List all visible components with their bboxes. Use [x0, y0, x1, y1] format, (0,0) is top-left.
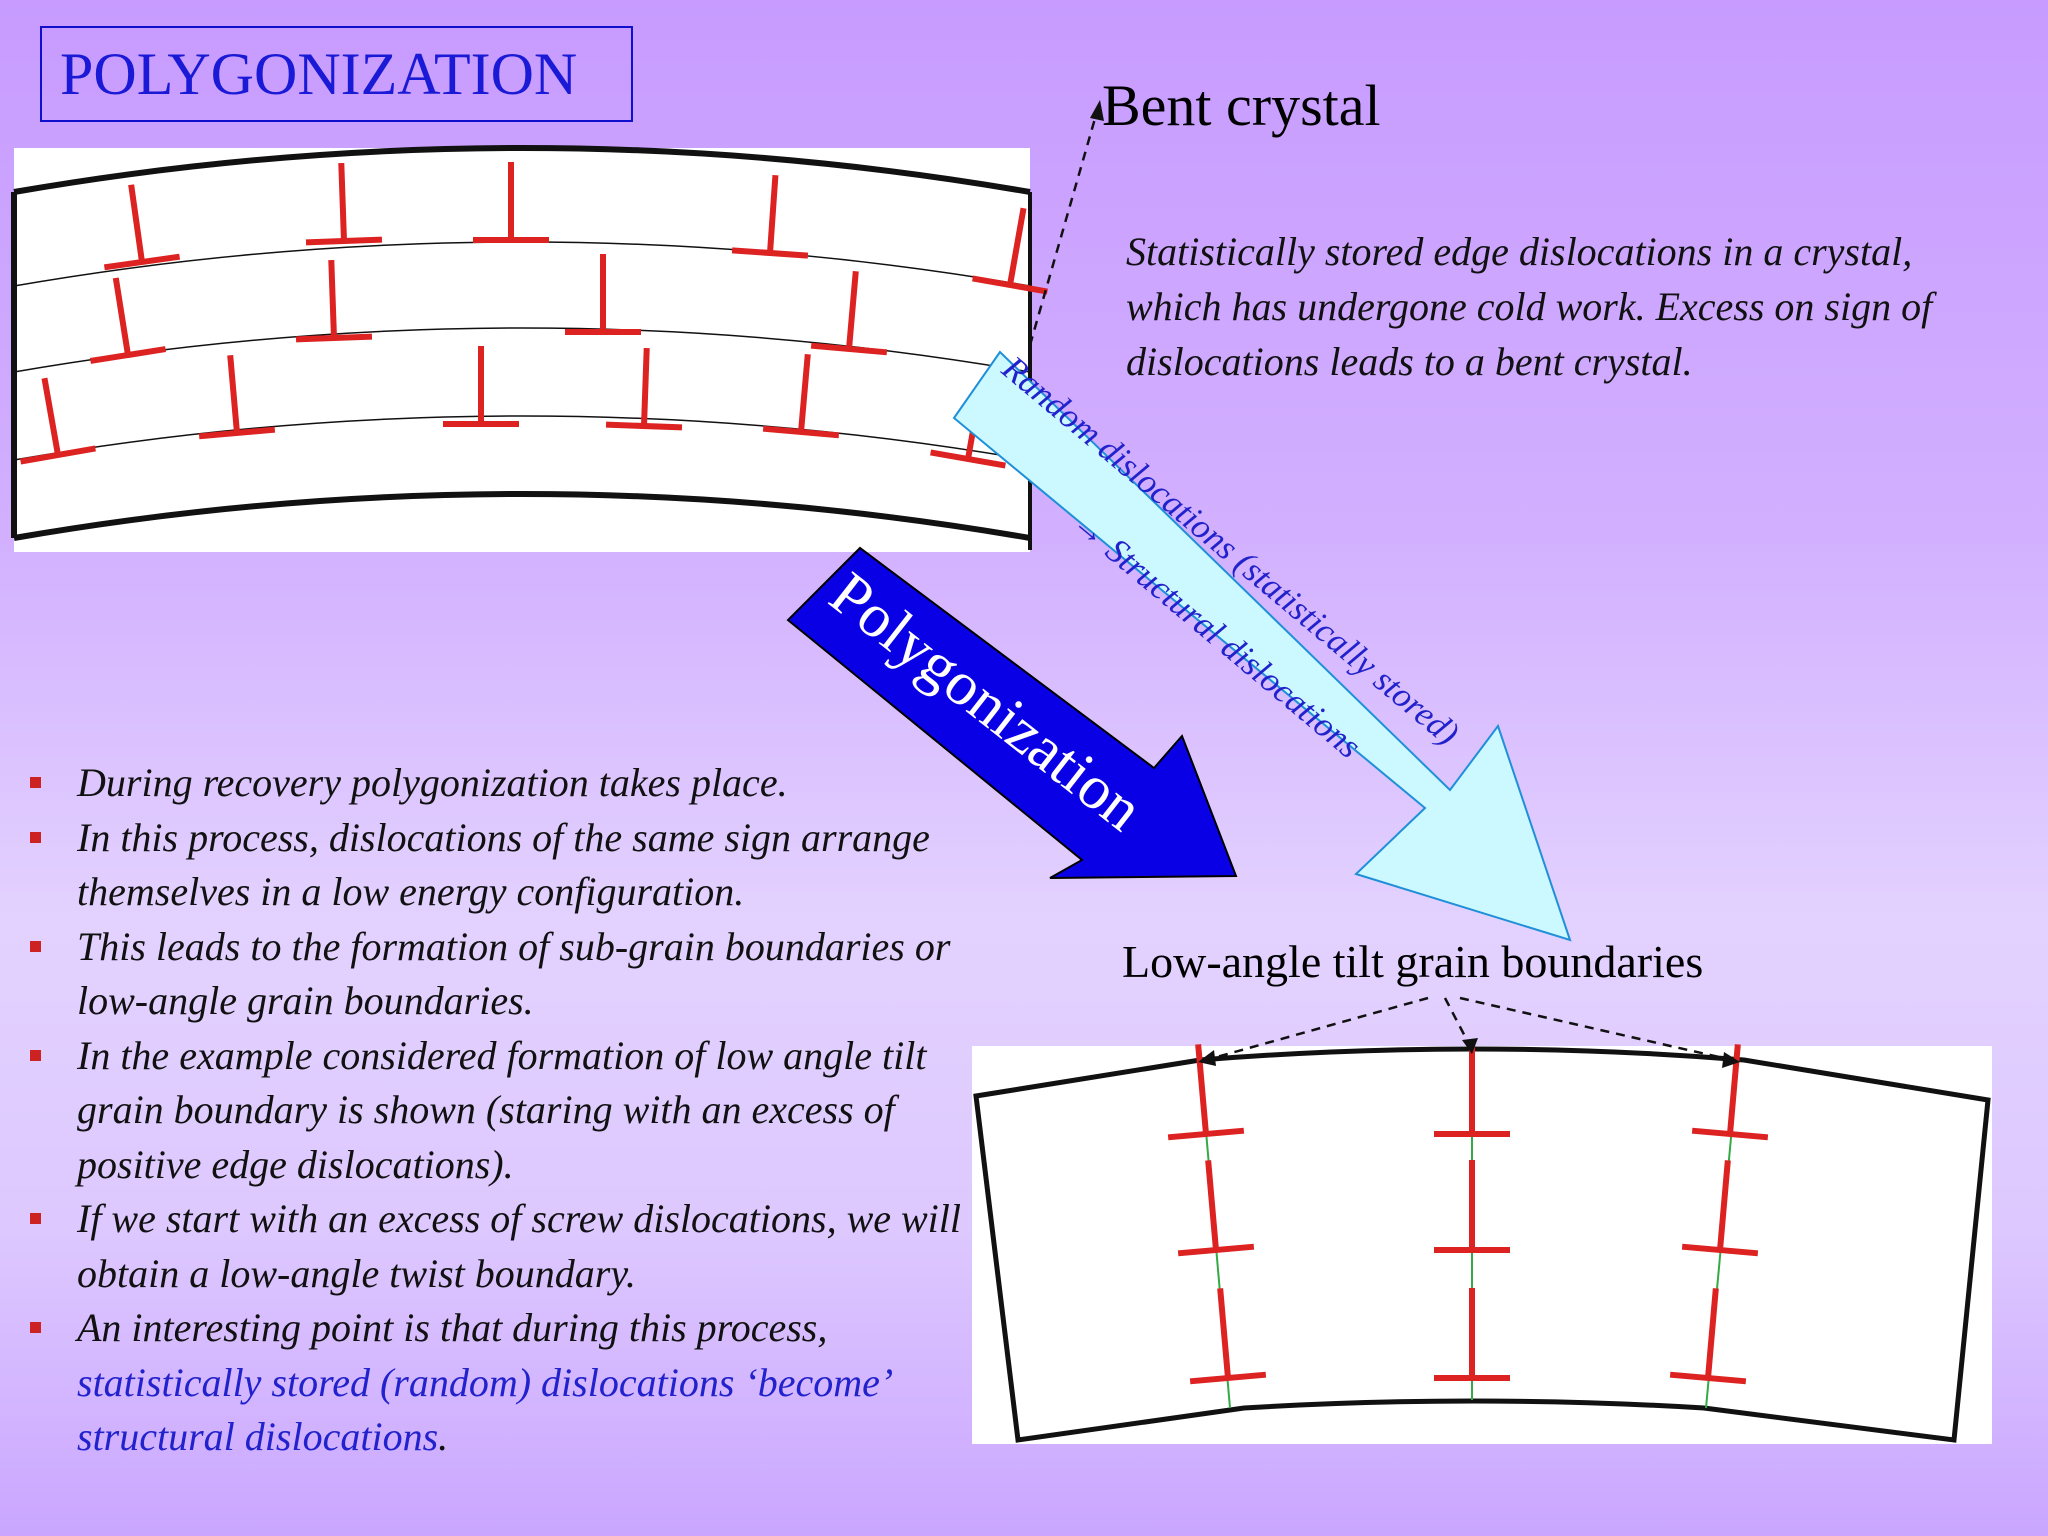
low-angle-boundaries-label: Low-angle tilt grain boundaries [1122, 936, 1704, 987]
edge-dislocation-symbol [89, 277, 167, 364]
bullet-item: An interesting point is that during this… [28, 1301, 968, 1465]
edge-dislocation-symbol [565, 254, 641, 335]
edge-dislocation-symbol [762, 354, 840, 439]
slide-title: POLYGONIZATION [40, 26, 633, 122]
edge-dislocations-aligned [1167, 1044, 1769, 1409]
edge-dislocation-symbol [103, 184, 181, 271]
highlighted-text: statistically stored (random) dislocatio… [77, 1359, 889, 1460]
bent-crystal-label: Bent crystal [1102, 73, 1381, 138]
edge-dislocation-symbol [305, 162, 383, 246]
edge-dislocation-symbol [1691, 1044, 1769, 1141]
bullet-list: During recovery polygonization takes pla… [28, 756, 968, 1465]
bullet-marker [30, 831, 41, 843]
bullet-item: In the example considered formation of l… [28, 1029, 968, 1193]
bullet-marker [30, 777, 41, 788]
edge-dislocation-symbol [20, 377, 96, 465]
bullet-item: In this process, dislocations of the sam… [28, 811, 968, 920]
edge-dislocation-symbol [972, 207, 1048, 295]
bullet-marker [30, 940, 41, 952]
grain-boundary-pointers [1198, 996, 1740, 1068]
pointer-arrowhead [1090, 100, 1104, 121]
edge-dislocation-symbol [1189, 1288, 1267, 1385]
bullet-marker [30, 1322, 41, 1333]
edge-dislocation-symbol [1434, 1288, 1510, 1381]
edge-dislocation-symbol [1669, 1288, 1747, 1385]
edge-dislocation-symbol [295, 259, 373, 343]
edge-dislocation-symbol [1434, 1044, 1510, 1137]
bullet-marker [30, 1213, 41, 1224]
bullet-item: This leads to the formation of sub-grain… [28, 920, 968, 1029]
bullet-item: During recovery polygonization takes pla… [28, 756, 968, 811]
bent-crystal-pointer [1028, 107, 1100, 346]
polygonized-crystal-diagram [972, 1046, 1992, 1444]
bent-crystal-description: Statistically stored edge dislocations i… [1126, 229, 1933, 384]
edge-dislocation-symbol [1167, 1044, 1245, 1141]
edge-dislocation-symbol [443, 346, 519, 427]
edge-dislocations-random [20, 162, 1048, 469]
edge-dislocation-symbol [731, 174, 809, 259]
bullet-marker [30, 1049, 41, 1061]
random-to-structural-arrow: Random dislocations (statistically store… [952, 348, 1572, 942]
edge-dislocation-symbol [473, 162, 549, 243]
edge-dislocation-symbol [1177, 1160, 1255, 1257]
edge-dislocation-symbol [605, 347, 683, 431]
edge-dislocation-symbol [1434, 1160, 1510, 1253]
random-arrow-label-1: Random dislocations (statistically store… [994, 348, 1466, 753]
edge-dislocation-symbol [810, 271, 888, 356]
bullet-item: If we start with an excess of screw disl… [28, 1192, 968, 1301]
edge-dislocation-symbol [198, 355, 276, 440]
edge-dislocation-symbol [1681, 1160, 1759, 1257]
